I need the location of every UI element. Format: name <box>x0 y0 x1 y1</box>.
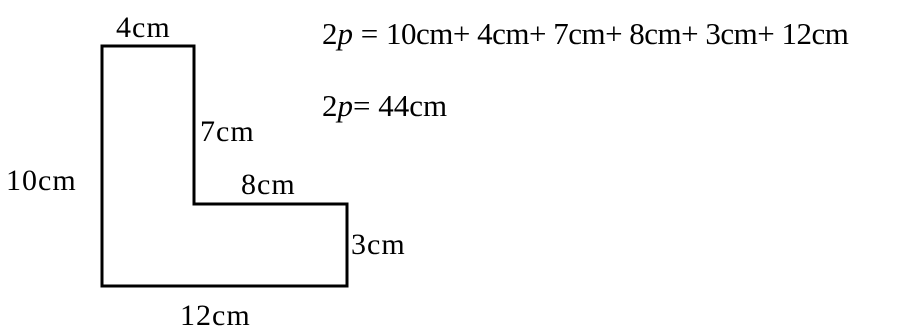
formula-2-equals: = <box>353 88 379 123</box>
label-left-side: 10cm <box>6 164 77 197</box>
formula-2-coefficient: 2 <box>322 88 338 123</box>
formula-2-rhs: 44cm <box>378 88 448 123</box>
label-top-side: 4cm <box>116 11 171 44</box>
formula-1-coefficient: 2 <box>322 16 338 51</box>
formula-1-equals: = <box>353 16 386 51</box>
formula-1-rhs: 10cm+ 4cm+ 7cm+ 8cm+ 3cm+ 12cm <box>385 16 849 51</box>
formula-2-variable: p <box>337 88 354 123</box>
label-bottom-side: 12cm <box>180 299 251 329</box>
label-inner-vertical: 7cm <box>200 115 255 148</box>
formula-1-variable: p <box>337 16 354 51</box>
perimeter-formula-result: 2p= 44cm <box>322 90 447 121</box>
perimeter-formula-sum: 2p = 10cm+ 4cm+ 7cm+ 8cm+ 3cm+ 12cm <box>322 16 849 51</box>
label-inner-horizontal: 8cm <box>241 168 296 201</box>
l-shape-outline <box>100 44 349 288</box>
label-right-side: 3cm <box>351 228 406 261</box>
